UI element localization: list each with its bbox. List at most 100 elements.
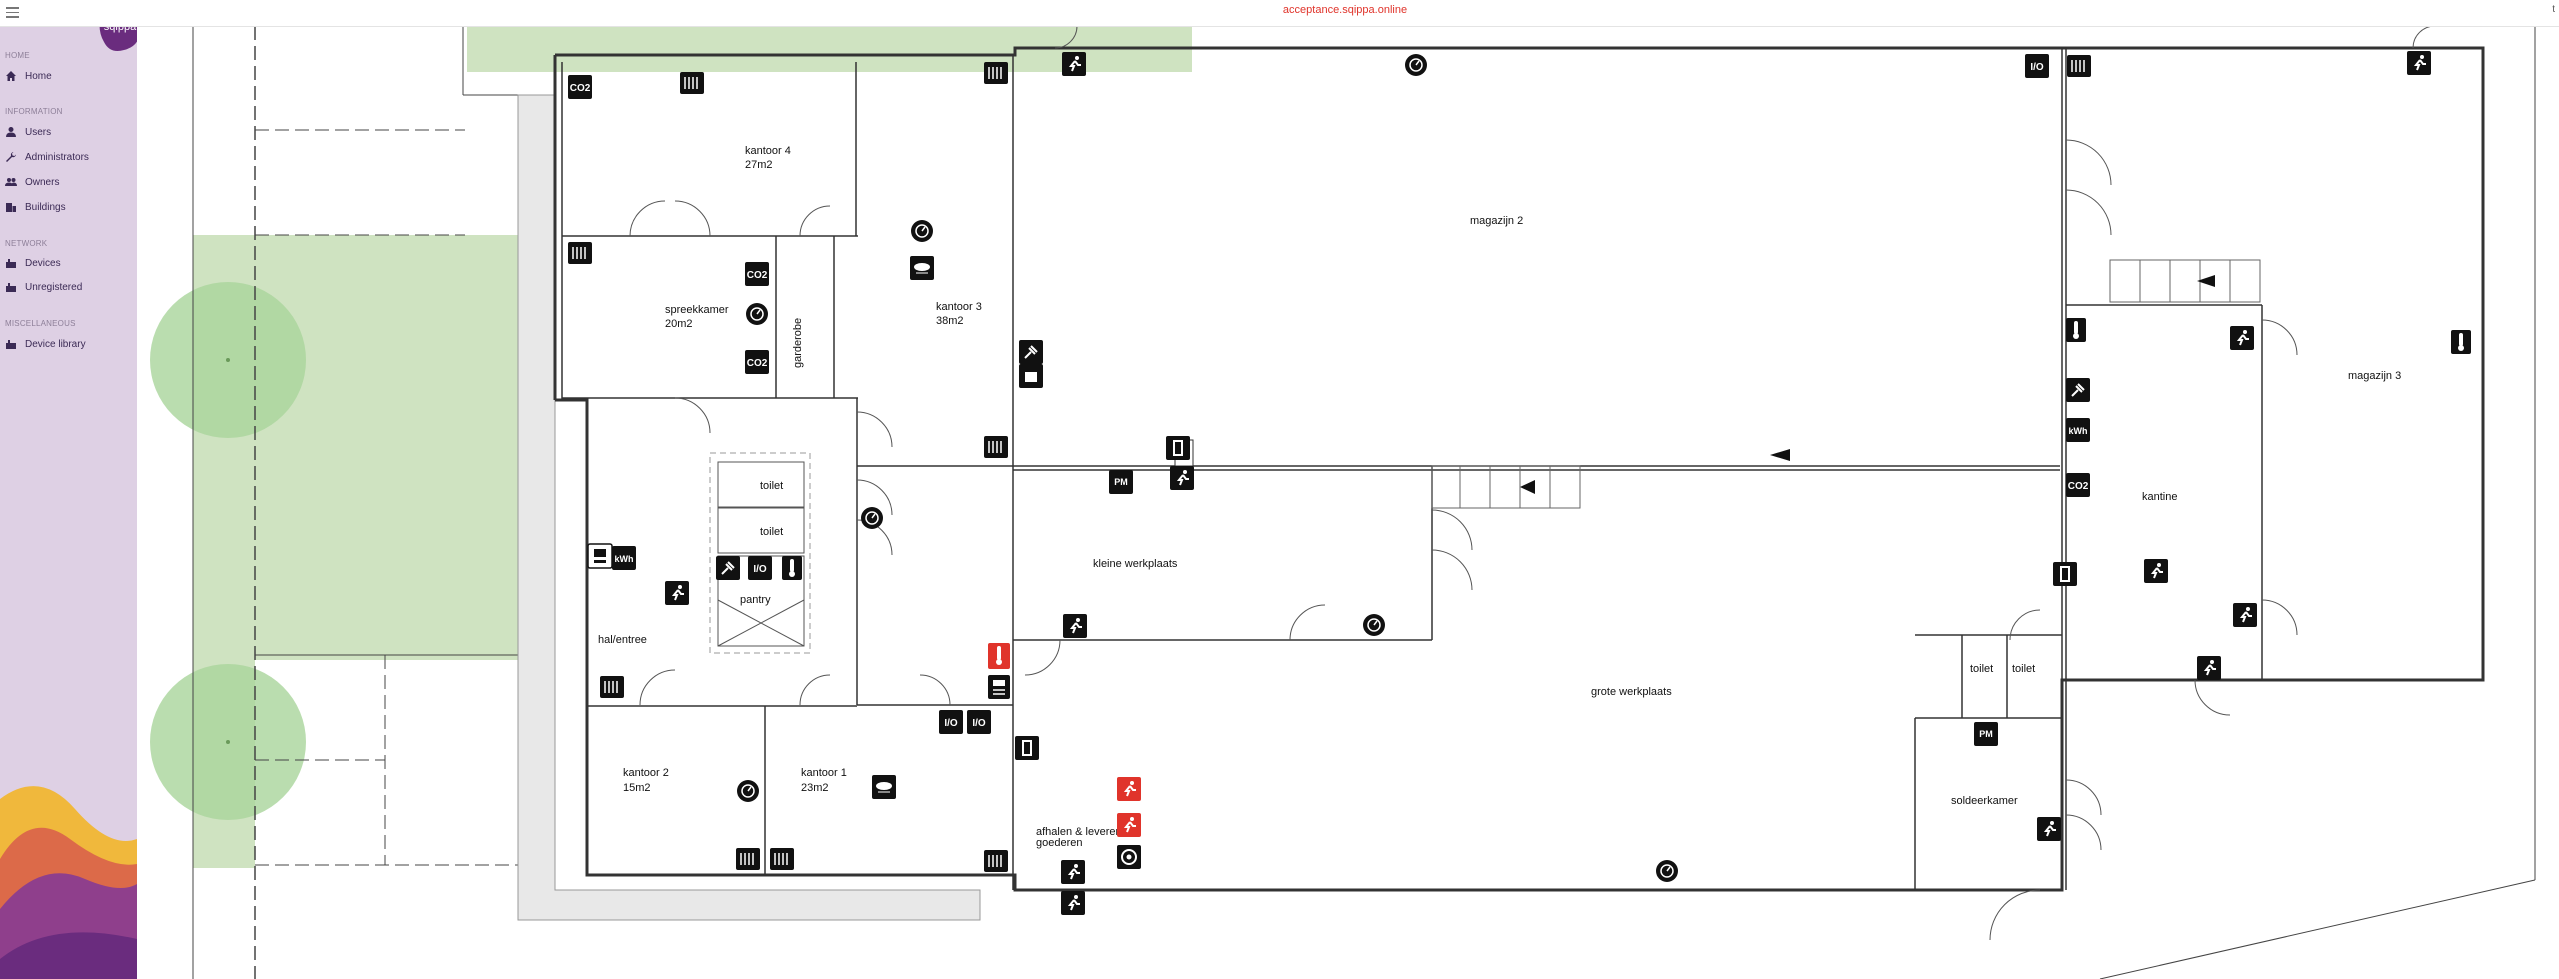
co2-label: CO2	[2068, 481, 2089, 492]
smoke-detector-icon[interactable]	[872, 775, 896, 799]
tree-center	[226, 740, 230, 744]
room-toilet: toilet	[1970, 663, 1993, 675]
tree-center	[226, 358, 230, 362]
radiator-icon[interactable]	[984, 62, 1008, 84]
section-information-title: INFORMATION	[5, 107, 63, 116]
sidebar-item-unregistered[interactable]: Unregistered	[5, 278, 82, 296]
pm-sensor-icon[interactable]: PM	[1109, 470, 1133, 494]
thermometer-icon[interactable]	[2451, 330, 2471, 354]
door-sensor-icon[interactable]	[2053, 562, 2077, 586]
gauge-icon[interactable]	[1656, 860, 1678, 882]
emergency-exit-icon[interactable]	[2233, 603, 2257, 627]
emergency-exit-icon[interactable]	[1061, 860, 1085, 884]
pm-label: PM	[1114, 477, 1128, 487]
emergency-exit-icon[interactable]	[1063, 614, 1087, 638]
interior-walls	[561, 48, 2263, 890]
door-sensor-icon[interactable]	[1166, 436, 1190, 460]
sidebar-item-owners[interactable]: Owners	[5, 173, 59, 191]
top-bar: acceptance.sqippa.online t	[0, 0, 2559, 27]
radiator-icon[interactable]	[770, 848, 794, 870]
building-icon	[6, 203, 16, 212]
sidebar-item-devices[interactable]: Devices	[5, 254, 61, 272]
radiator-icon[interactable]	[680, 72, 704, 94]
sidebar-item-label: Devices	[25, 257, 61, 269]
sidebar-item-label: Buildings	[25, 201, 66, 213]
room-kantoor-2: kantoor 2	[623, 767, 669, 779]
kwh-meter-icon[interactable]: kWh	[612, 546, 636, 570]
thermometer-icon[interactable]	[988, 643, 1010, 669]
floor-plan[interactable]: kantoor 4 27m2 spreekkamer 20m2 kantoor …	[137, 26, 2559, 979]
gauge-icon[interactable]	[861, 507, 883, 529]
kwh-meter-icon[interactable]: kWh	[2066, 418, 2090, 442]
pantry-outline	[709, 452, 811, 654]
io-label: I/O	[753, 564, 767, 575]
thermometer-icon[interactable]	[2066, 318, 2086, 342]
sidebar-item-label: Users	[25, 126, 52, 138]
door-sensor-icon[interactable]	[1015, 736, 1039, 760]
emergency-exit-icon[interactable]	[1062, 52, 1086, 76]
menu-icon[interactable]	[6, 7, 19, 18]
co2-sensor-icon[interactable]: CO2	[745, 350, 769, 374]
access-panel-icon[interactable]	[587, 543, 613, 569]
plug-icon[interactable]	[716, 556, 740, 580]
sidebar-item-administrators[interactable]: Administrators	[5, 148, 89, 166]
radiator-icon[interactable]	[2067, 55, 2091, 77]
room-spreekkamer: spreekkamer	[665, 304, 729, 316]
gauge-icon[interactable]	[746, 303, 768, 325]
room-toilet: toilet	[2012, 663, 2035, 675]
radiator-icon[interactable]	[600, 676, 624, 698]
emergency-exit-icon[interactable]	[1117, 777, 1141, 801]
io-label: I/O	[972, 718, 986, 729]
room-kantoor-4: kantoor 4	[745, 145, 791, 157]
emergency-exit-icon[interactable]	[1170, 466, 1194, 490]
site-lines	[192, 26, 2536, 979]
toilet-cubicle	[717, 461, 805, 508]
io-module-icon[interactable]: I/O	[2025, 54, 2049, 78]
co2-sensor-icon[interactable]: CO2	[2066, 473, 2090, 497]
control-panel-icon[interactable]	[988, 675, 1010, 699]
sidebar-item-label: Administrators	[25, 151, 89, 163]
section-network-title: NETWORK	[5, 239, 48, 248]
emergency-exit-icon[interactable]	[2197, 656, 2221, 680]
smoke-detector-icon[interactable]	[910, 256, 934, 280]
emergency-exit-icon[interactable]	[1117, 813, 1141, 837]
sidebar-item-home[interactable]: Home	[5, 67, 52, 85]
gauge-icon[interactable]	[911, 220, 933, 242]
emergency-exit-icon[interactable]	[2144, 559, 2168, 583]
radiator-icon[interactable]	[736, 848, 760, 870]
emergency-exit-icon[interactable]	[2407, 51, 2431, 75]
room-kleine-werkplaats: kleine werkplaats	[1093, 558, 1178, 570]
radiator-icon[interactable]	[984, 436, 1008, 458]
emergency-exit-icon[interactable]	[2230, 326, 2254, 350]
sidebar-item-users[interactable]: Users	[5, 123, 51, 141]
io-module-icon[interactable]: I/O	[939, 710, 963, 734]
room-area: 27m2	[745, 159, 773, 171]
device-box-icon[interactable]	[1019, 364, 1043, 388]
room-area: 38m2	[936, 315, 964, 327]
gauge-icon[interactable]	[1363, 614, 1385, 636]
emergency-exit-icon[interactable]	[1061, 891, 1085, 915]
io-module-icon[interactable]: I/O	[748, 556, 772, 580]
emergency-exit-icon[interactable]	[665, 581, 689, 605]
stair-arrow	[2197, 275, 2215, 287]
stairs	[1431, 259, 2261, 509]
thermometer-icon[interactable]	[782, 556, 802, 580]
room-garderobe: garderobe	[792, 318, 804, 368]
sidebar-item-label: Unregistered	[25, 281, 83, 293]
gauge-icon[interactable]	[737, 780, 759, 802]
radiator-icon[interactable]	[984, 850, 1008, 872]
sidebar-item-device-library[interactable]: Device library	[5, 335, 86, 353]
plug-icon[interactable]	[2066, 378, 2090, 402]
io-label: I/O	[944, 718, 958, 729]
co2-sensor-icon[interactable]: CO2	[745, 262, 769, 286]
gauge-icon[interactable]	[1405, 54, 1427, 76]
io-module-icon[interactable]: I/O	[967, 710, 991, 734]
sidebar-item-buildings[interactable]: Buildings	[5, 198, 66, 216]
emergency-exit-icon[interactable]	[2037, 817, 2061, 841]
co2-sensor-icon[interactable]: CO2	[568, 75, 592, 99]
pm-sensor-icon[interactable]: PM	[1974, 722, 1998, 746]
plug-icon[interactable]	[1019, 340, 1043, 364]
users-icon	[5, 178, 17, 186]
fire-hose-icon[interactable]	[1117, 845, 1141, 869]
radiator-icon[interactable]	[568, 242, 592, 264]
